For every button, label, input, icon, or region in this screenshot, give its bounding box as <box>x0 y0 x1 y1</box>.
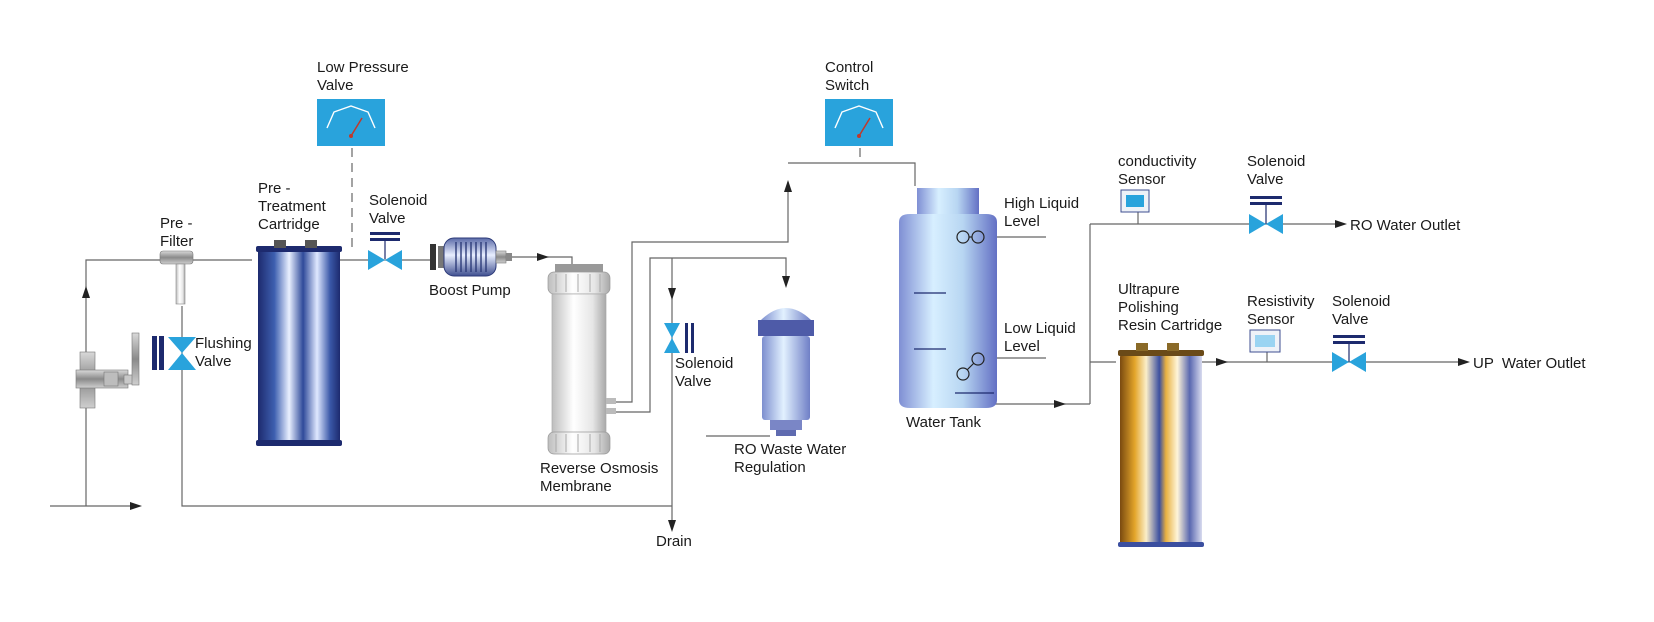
resistivity-sensor <box>1249 329 1281 353</box>
arrow-down-waste <box>782 276 790 288</box>
solenoid-valve-3 <box>1249 196 1283 234</box>
flow-arrows <box>82 180 1470 532</box>
pretreatment-cartridge <box>256 240 342 446</box>
label-drain: Drain <box>656 533 692 550</box>
arrow-up-control <box>784 180 792 192</box>
label-solenoid-valve-4: Solenoid Valve <box>1332 293 1395 328</box>
ro-membrane <box>547 264 616 455</box>
label-solenoid-valve-3: Solenoid Valve <box>1247 153 1310 188</box>
label-low-pressure-valve: Low Pressure Valve <box>317 59 413 94</box>
label-solenoid-valve-2: Solenoid Valve <box>675 355 738 390</box>
arrow-tank-out <box>1054 400 1066 408</box>
solenoid-valve-2 <box>664 323 694 353</box>
conductivity-sensor <box>1120 189 1150 213</box>
label-solenoid-valve-1: Solenoid Valve <box>369 192 432 227</box>
inlet-tee <box>75 332 140 409</box>
label-flushing-valve: Flushing Valve <box>195 335 256 370</box>
label-pre-filter: Pre - Filter <box>160 215 197 250</box>
label-low-liquid-level: Low Liquid Level <box>1004 320 1080 355</box>
arrow-down-drain <box>668 520 676 532</box>
label-conductivity-sensor: conductivity Sensor <box>1118 153 1201 188</box>
label-up-water-outlet: UP Water Outlet <box>1473 355 1586 372</box>
arrow-to-ro <box>537 253 549 261</box>
label-ultrapure-cartridge: Ultrapure Polishing Resin Cartridge <box>1118 281 1222 334</box>
arrow-up-outlet <box>1458 358 1470 366</box>
arrow-inlet <box>130 502 142 510</box>
label-ro-water-outlet: RO Water Outlet <box>1350 217 1461 234</box>
flushing-valve <box>152 336 196 370</box>
label-ro-membrane: Reverse Osmosis Membrane <box>540 460 663 495</box>
arrow-ro-outlet <box>1335 220 1347 228</box>
low-pressure-gauge <box>317 99 385 146</box>
label-boost-pump: Boost Pump <box>429 282 511 299</box>
label-resistivity-sensor: Resistivity Sensor <box>1247 293 1319 328</box>
pre-filter <box>159 250 194 305</box>
arrow-down-drain-top <box>668 288 676 300</box>
label-control-switch: Control Switch <box>825 59 878 94</box>
water-tank <box>899 188 997 408</box>
label-water-tank: Water Tank <box>906 414 982 431</box>
arrow-up-cartridge-out <box>1216 358 1228 366</box>
label-high-liquid-level: High Liquid Level <box>1004 195 1083 230</box>
ultrapure-cartridge <box>1118 343 1204 547</box>
boost-pump <box>430 237 512 277</box>
component-labels: Low Pressure Valve Control Switch Pre - … <box>160 59 1586 550</box>
control-switch-gauge <box>825 99 893 146</box>
label-pretreatment-cartridge: Pre - Treatment Cartridge <box>258 180 330 233</box>
ro-waste-regulator <box>758 308 814 436</box>
solenoid-valve-4 <box>1332 335 1366 372</box>
label-ro-waste-water: RO Waste Water Regulation <box>734 441 850 476</box>
solenoid-valve-1 <box>368 232 402 270</box>
arrow-up-inlet <box>82 286 90 298</box>
